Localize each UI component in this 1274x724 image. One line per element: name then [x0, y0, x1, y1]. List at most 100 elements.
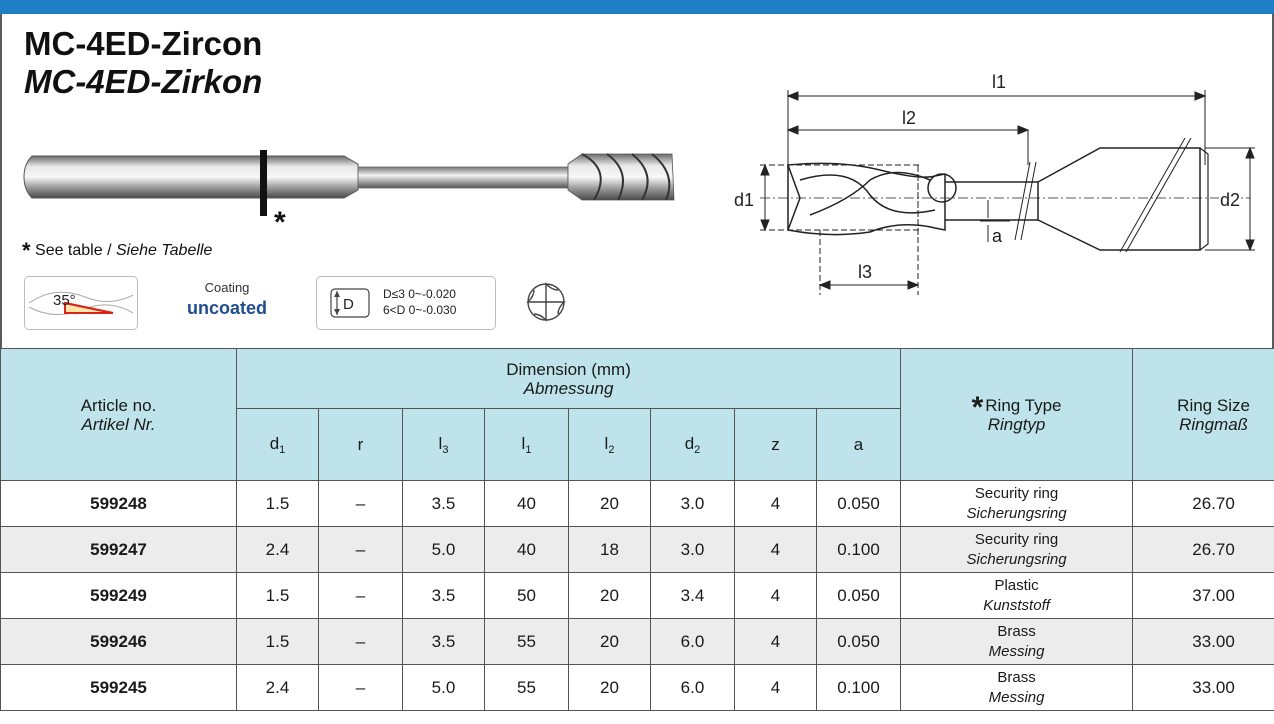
table-row: 599247 2.4 – 5.0 40 18 3.0 4 0.100 Secur… — [0, 526, 1274, 573]
header-d2: d2 — [650, 408, 735, 481]
diameter-tolerance-icon: D — [330, 288, 370, 318]
cell-l3: 5.0 — [402, 526, 485, 573]
note-star: * — [22, 238, 31, 263]
cell-d2: 6.0 — [650, 664, 735, 711]
cell-d2: 3.4 — [650, 572, 735, 619]
cell-ring-size: 26.70 — [1132, 526, 1274, 573]
helix-angle-icon: 35° — [28, 291, 134, 315]
label-l2: l2 — [902, 108, 916, 128]
header-ring-size: Ring Size Ringmaß — [1132, 348, 1274, 481]
cell-r: – — [318, 572, 403, 619]
cell-z: 4 — [734, 526, 817, 573]
cell-d1: 2.4 — [236, 664, 319, 711]
end-mill-photo: * — [23, 150, 675, 235]
cell-ring-size: 33.00 — [1132, 618, 1274, 665]
cell-l2: 20 — [568, 618, 651, 665]
header-a: a — [815, 408, 902, 481]
helix-angle-badge: 35° — [24, 276, 138, 330]
table-row: 599245 2.4 – 5.0 55 20 6.0 4 0.100 Brass… — [0, 664, 1274, 711]
cell-ring-size: 26.70 — [1132, 480, 1274, 527]
cell-d1: 1.5 — [236, 618, 319, 665]
cell-l2: 20 — [568, 664, 651, 711]
cell-d2: 3.0 — [650, 480, 735, 527]
header-dimension: Dimension (mm) Abmessung — [235, 348, 902, 409]
cell-ring-size: 33.00 — [1132, 664, 1274, 711]
header-article: Article no. Artikel Nr. — [0, 348, 237, 481]
cell-z: 4 — [734, 480, 817, 527]
cell-article: 599248 — [0, 480, 237, 527]
note-text-en: See table — [35, 242, 103, 259]
header-z: z — [734, 408, 817, 481]
top-accent-bar — [0, 0, 1274, 14]
cell-l1: 40 — [484, 526, 569, 573]
see-table-note: * See table / Siehe Tabelle — [22, 240, 212, 262]
cell-l1: 55 — [484, 664, 569, 711]
frame-left-border — [0, 14, 2, 348]
table-row: 599248 1.5 – 3.5 40 20 3.0 4 0.050 Secur… — [0, 480, 1274, 527]
cell-a: 0.100 — [815, 526, 902, 573]
cell-l1: 40 — [484, 480, 569, 527]
four-flute-icon — [522, 276, 570, 330]
label-d2: d2 — [1220, 190, 1240, 210]
product-subtitle: MC-4ED-Zirkon — [24, 63, 263, 100]
cell-r: – — [318, 526, 403, 573]
cell-d2: 3.0 — [650, 526, 735, 573]
coating-label: Coating — [204, 280, 250, 295]
cell-z: 4 — [734, 572, 817, 619]
cell-a: 0.050 — [815, 618, 902, 665]
helix-angle-value: 35° — [53, 292, 76, 309]
dimension-drawing: l1 l2 l3 d1 d2 a — [734, 72, 1255, 295]
tolerance-line-2: 6<D 0~-0.030 — [383, 303, 457, 317]
cell-l1: 50 — [484, 572, 569, 619]
table-row: 599249 1.5 – 3.5 50 20 3.4 4 0.050 Plast… — [0, 572, 1274, 619]
cell-r: – — [318, 480, 403, 527]
label-l3: l3 — [858, 262, 872, 282]
cell-article: 599245 — [0, 664, 237, 711]
cell-a: 0.050 — [815, 480, 902, 527]
header-l2: l2 — [568, 408, 651, 481]
label-l1: l1 — [992, 72, 1006, 92]
cell-l3: 3.5 — [402, 480, 485, 527]
header-l3: l3 — [402, 408, 485, 481]
cell-d2: 6.0 — [650, 618, 735, 665]
note-separator: / — [102, 242, 116, 259]
coating-badge: Coating uncoated — [168, 276, 286, 330]
cell-a: 0.050 — [815, 572, 902, 619]
cell-d1: 1.5 — [236, 572, 319, 619]
tolerance-line-1: D≤3 0~-0.020 — [383, 287, 456, 301]
cell-l3: 3.5 — [402, 618, 485, 665]
cell-d1: 2.4 — [236, 526, 319, 573]
cell-a: 0.100 — [815, 664, 902, 711]
tolerance-symbol: D — [343, 296, 354, 313]
cell-r: – — [318, 664, 403, 711]
cell-l1: 55 — [484, 618, 569, 665]
cell-l2: 20 — [568, 480, 651, 527]
table-row: 599246 1.5 – 3.5 55 20 6.0 4 0.050 Brass… — [0, 618, 1274, 665]
photo-star-marker: * — [274, 206, 286, 235]
cell-article: 599247 — [0, 526, 237, 573]
ring-type-star: * — [971, 390, 984, 424]
product-title: MC-4ED-Zircon — [24, 25, 263, 62]
cell-l2: 18 — [568, 526, 651, 573]
cell-l3: 5.0 — [402, 664, 485, 711]
header-r: r — [318, 408, 403, 481]
note-text-de: Siehe Tabelle — [115, 242, 213, 259]
tolerance-badge: D D≤3 0~-0.020 6<D 0~-0.030 — [316, 276, 496, 330]
header-l1: l1 — [484, 408, 569, 481]
cell-z: 4 — [734, 664, 817, 711]
cell-z: 4 — [734, 618, 817, 665]
label-a: a — [992, 226, 1003, 246]
cell-d1: 1.5 — [236, 480, 319, 527]
article-table: Article no. Artikel Nr. Dimension (mm) A… — [0, 348, 1274, 711]
cell-l3: 3.5 — [402, 572, 485, 619]
header-d1: d1 — [236, 408, 319, 481]
cell-ring-size: 37.00 — [1132, 572, 1274, 619]
header-ring-type: *Ring Type Ringtyp — [900, 348, 1134, 481]
frame-right-border — [1272, 14, 1274, 348]
cell-article: 599249 — [0, 572, 237, 619]
label-d1: d1 — [734, 190, 754, 210]
